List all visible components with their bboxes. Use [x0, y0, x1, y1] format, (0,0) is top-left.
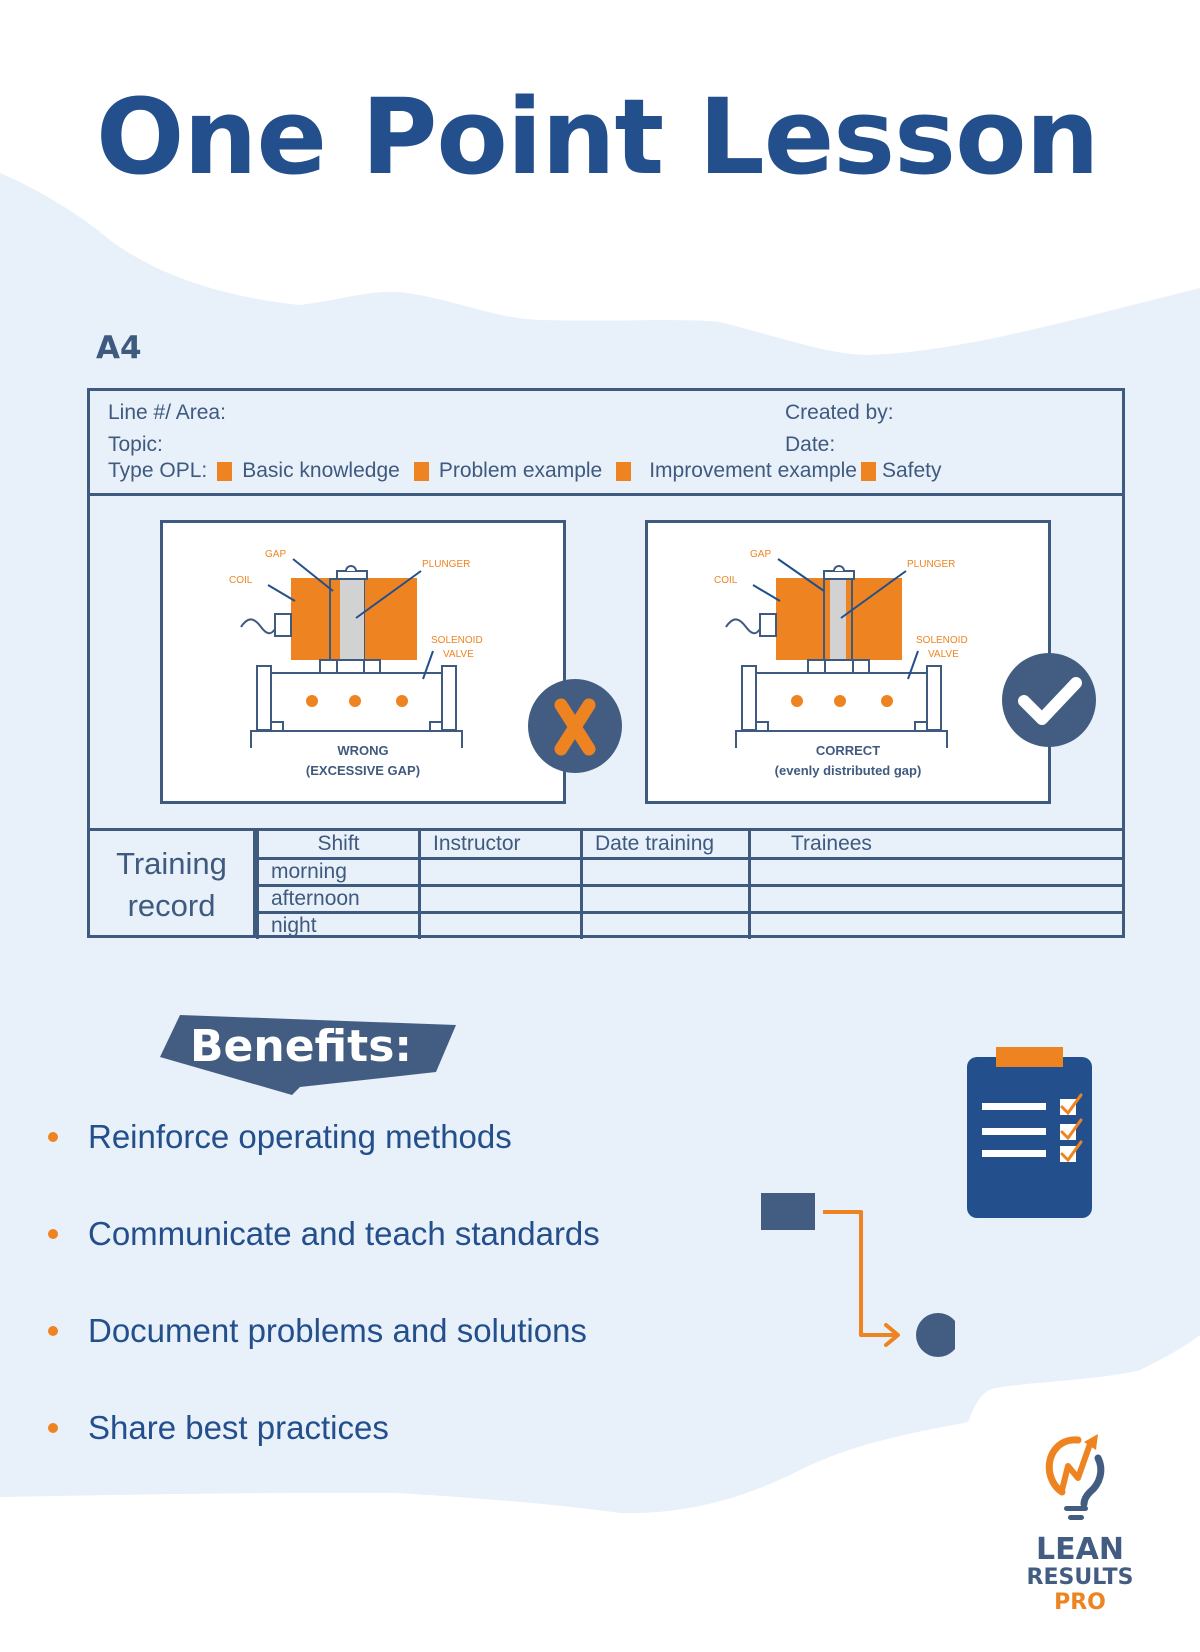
label-gap: GAP [750, 549, 771, 560]
type-option-improvement-example[interactable]: Improvement example [616, 459, 857, 483]
checkbox-square-icon[interactable] [413, 461, 429, 481]
instructor-cell[interactable] [418, 856, 583, 887]
paper-size-label: A4 [96, 330, 142, 366]
bullet-icon [48, 1229, 58, 1239]
label-valve: VALVE [928, 649, 959, 660]
column-header-date-training: Date training [580, 831, 751, 860]
correct-example-image: GAP COIL PLUNGER SOLENOID VALVE CORRECT … [645, 520, 1051, 804]
start-square [761, 1193, 815, 1230]
arrow-head [884, 1323, 900, 1347]
label-coil: COIL [229, 575, 253, 586]
label-coil: COIL [714, 575, 738, 586]
training-record-label: Training record [90, 831, 256, 938]
caption-line2: (EXCESSIVE GAP) [305, 763, 421, 778]
trainees-cell[interactable] [748, 856, 1125, 887]
type-opl-row: Type OPL: Basic knowledge Problem exampl… [108, 459, 956, 483]
benefit-item: Share best practices [48, 1409, 389, 1447]
process-flow-icon [761, 1193, 955, 1357]
label-plunger: PLUNGER [907, 559, 955, 570]
type-option-safety[interactable]: Safety [860, 459, 942, 483]
checkbox-square-icon[interactable] [860, 461, 876, 481]
instructor-cell[interactable] [418, 910, 583, 939]
table-row: night [256, 910, 1125, 939]
caption-line1: WRONG [337, 743, 389, 758]
wrong-caption: WRONG (EXCESSIVE GAP) [163, 741, 563, 781]
shift-cell: morning [256, 856, 421, 887]
lean-results-pro-logo-icon [1045, 1434, 1105, 1520]
trainees-cell[interactable] [748, 883, 1125, 914]
page-title: One Point Lesson [96, 76, 1100, 198]
correct-caption: CORRECT (evenly distributed gap) [648, 741, 1048, 781]
logo-text-results: RESULTS [1026, 1565, 1134, 1590]
check-icon [1002, 653, 1096, 747]
plunger [830, 579, 846, 660]
wrong-example-image: GAP COIL PLUNGER SOLENOID VALVE WRONG (E… [160, 520, 566, 804]
benefit-item: Reinforce operating methods [48, 1118, 512, 1156]
caption-line1: CORRECT [815, 743, 881, 758]
table-header-row: Shift Instructor Date training Trainees [256, 831, 1125, 860]
instructor-cell[interactable] [418, 883, 583, 914]
end-circle [916, 1313, 955, 1357]
label-valve: VALVE [443, 649, 474, 660]
solenoid-valve-diagram-wrong: GAP COIL PLUNGER SOLENOID VALVE [229, 549, 483, 748]
form-header: Line #/ Area: Topic: Created by: Date: T… [90, 391, 1122, 496]
opl-form: Line #/ Area: Topic: Created by: Date: T… [87, 388, 1125, 939]
caption-line2: (evenly distributed gap) [774, 763, 922, 778]
table-row: morning [256, 856, 1125, 887]
training-table: Shift Instructor Date training Trainees … [256, 831, 1125, 939]
clipboard-checklist-icon [967, 1047, 1092, 1218]
checkbox-square-icon[interactable] [616, 461, 632, 481]
benefits-heading: Benefits: [190, 1021, 412, 1072]
banner-shape [160, 1015, 456, 1095]
checkbox-square-icon[interactable] [217, 461, 233, 481]
bullet-icon [48, 1132, 58, 1142]
benefits-banner: Benefits: [160, 1015, 460, 1095]
x-icon [528, 679, 622, 773]
created-by-label: Created by: [785, 401, 894, 424]
date-label: Date: [785, 433, 836, 456]
date-training-cell[interactable] [580, 910, 751, 939]
label-plunger: PLUNGER [422, 559, 470, 570]
bullet-icon [48, 1326, 58, 1336]
benefit-item: Document problems and solutions [48, 1312, 587, 1350]
label-solenoid: SOLENOID [431, 635, 483, 646]
shift-cell: afternoon [256, 883, 421, 914]
column-header-shift: Shift [256, 831, 421, 860]
table-row: afternoon [256, 883, 1125, 914]
label-solenoid: SOLENOID [916, 635, 968, 646]
label-gap: GAP [265, 549, 286, 560]
column-header-instructor: Instructor [418, 831, 583, 860]
trainees-cell[interactable] [748, 910, 1125, 939]
benefit-item: Communicate and teach standards [48, 1215, 600, 1253]
column-header-trainees: Trainees [748, 831, 1125, 860]
type-option-basic-knowledge[interactable]: Basic knowledge [217, 459, 400, 483]
line-area-label: Line #/ Area: [108, 401, 226, 424]
logo-text-pro: PRO [1054, 1590, 1106, 1615]
type-option-problem-example[interactable]: Problem example [413, 459, 602, 483]
date-training-cell[interactable] [580, 856, 751, 887]
training-record: Training record Shift Instructor Date tr… [90, 831, 1125, 939]
logo-text-lean: LEAN [1036, 1532, 1124, 1567]
topic-label: Topic: [108, 433, 163, 456]
date-training-cell[interactable] [580, 883, 751, 914]
type-opl-label: Type OPL: [108, 459, 208, 482]
bullet-icon [48, 1423, 58, 1433]
solenoid-valve-diagram-correct: GAP COIL PLUNGER SOLENOID VALVE [714, 549, 968, 748]
example-images-section: GAP COIL PLUNGER SOLENOID VALVE WRONG (E… [90, 496, 1122, 831]
plunger [340, 579, 364, 660]
shift-cell: night [256, 910, 421, 939]
